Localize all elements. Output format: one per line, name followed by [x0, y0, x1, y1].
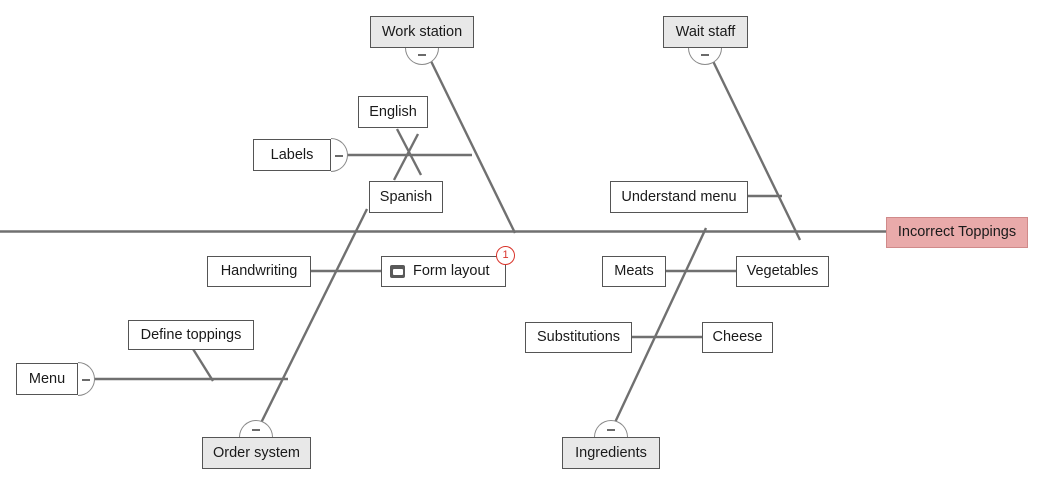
effect-node-incorrect-toppings[interactable]: Incorrect Toppings [886, 217, 1028, 248]
cause-label-substitutions: Substitutions [536, 329, 621, 346]
comment-count-badge[interactable]: 1 [496, 246, 515, 265]
cause-label-spanish: Spanish [379, 188, 433, 205]
category-node-work-station[interactable]: Work station [370, 16, 474, 48]
cause-label-labels: Labels [270, 146, 314, 163]
connector-spanish [392, 133, 420, 181]
cause-label-understand-menu: Understand menu [621, 188, 737, 205]
category-node-wait-staff[interactable]: Wait staff [663, 16, 748, 48]
cause-node-understand-menu[interactable]: Understand menu [610, 181, 748, 213]
minus-icon [252, 429, 260, 431]
cause-node-handwriting[interactable]: Handwriting [207, 256, 311, 287]
cause-node-spanish[interactable]: Spanish [369, 181, 443, 213]
cause-node-form-layout[interactable]: Form layout [381, 256, 506, 287]
effect-label: Incorrect Toppings [897, 224, 1017, 241]
minus-icon [82, 379, 90, 381]
cause-node-cheese[interactable]: Cheese [702, 322, 773, 353]
minus-icon [607, 429, 615, 431]
rib-wait-staff [709, 56, 802, 241]
rib-work-station [427, 56, 517, 234]
connector-define-toppings [191, 348, 215, 382]
cause-label-meats: Meats [614, 263, 654, 280]
cause-label-menu: Menu [28, 370, 66, 387]
category-node-order-system[interactable]: Order system [202, 437, 311, 469]
cause-label-handwriting: Handwriting [220, 263, 298, 280]
cause-label-define-toppings: Define toppings [140, 326, 242, 343]
rib-order-system [255, 208, 369, 432]
cause-label-cheese: Cheese [712, 329, 763, 346]
cause-node-menu[interactable]: Menu [16, 363, 78, 395]
cause-node-labels[interactable]: Labels [253, 139, 331, 171]
note-icon [390, 265, 405, 278]
cause-node-define-toppings[interactable]: Define toppings [128, 320, 254, 350]
comment-count-value: 1 [502, 249, 509, 261]
minus-icon [335, 155, 343, 157]
cause-node-substitutions[interactable]: Substitutions [525, 322, 632, 353]
cause-label-form-layout: Form layout [413, 263, 490, 280]
category-node-ingredients[interactable]: Ingredients [562, 437, 660, 469]
cause-node-vegetables[interactable]: Vegetables [736, 256, 829, 287]
category-label-ingredients: Ingredients [575, 444, 647, 461]
category-label-wait-staff: Wait staff [675, 23, 736, 40]
minus-icon [418, 54, 426, 56]
cause-node-meats[interactable]: Meats [602, 256, 666, 287]
cause-label-english: English [369, 103, 417, 120]
category-label-order-system: Order system [212, 444, 300, 461]
cause-node-english[interactable]: English [358, 96, 428, 128]
minus-icon [701, 54, 709, 56]
cause-label-vegetables: Vegetables [746, 263, 819, 280]
category-label-work-station: Work station [381, 23, 463, 40]
rib-ingredients [609, 227, 708, 432]
